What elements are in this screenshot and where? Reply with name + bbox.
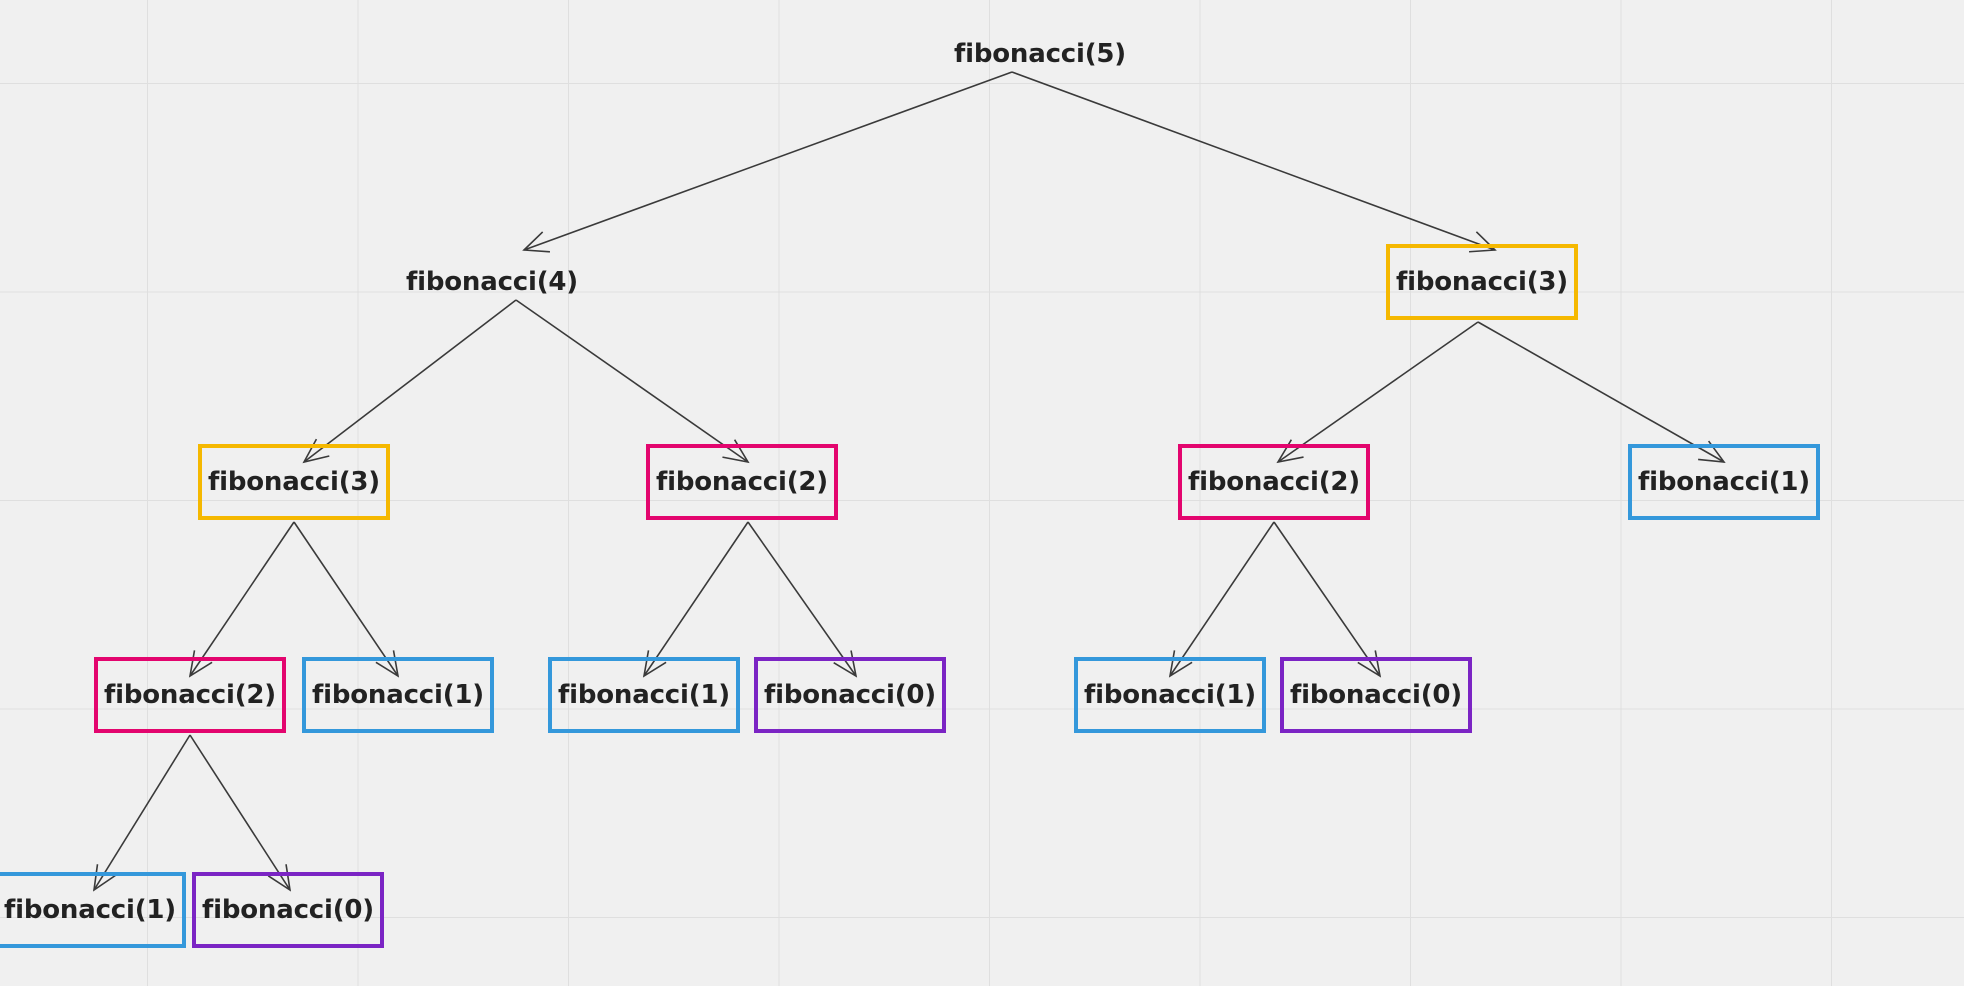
node-label: fibonacci(0): [202, 895, 374, 925]
node-label: fibonacci(1): [558, 680, 730, 710]
tree-node-fibonacci1[interactable]: fibonacci(1): [0, 872, 186, 948]
tree-edge: [188, 521, 295, 678]
tree-node-fibonacci0[interactable]: fibonacci(0): [754, 657, 946, 733]
node-label: fibonacci(2): [104, 680, 276, 710]
node-label: fibonacci(1): [1084, 680, 1256, 710]
node-label: fibonacci(1): [4, 895, 176, 925]
tree-node-fibonacci1[interactable]: fibonacci(1): [548, 657, 740, 733]
node-label: fibonacci(2): [656, 467, 828, 497]
tree-edge: [302, 299, 517, 464]
node-label: fibonacci(1): [312, 680, 484, 710]
tree-edge: [1276, 321, 1479, 464]
tree-edge: [515, 299, 750, 464]
tree-edge: [1011, 71, 1497, 253]
tree-node-fibonacci1[interactable]: fibonacci(1): [1628, 444, 1820, 520]
tree-node-fibonacci1[interactable]: fibonacci(1): [1074, 657, 1266, 733]
tree-edge: [189, 734, 292, 892]
tree-node-fibonacci3[interactable]: fibonacci(3): [198, 444, 390, 520]
tree-edge: [1273, 521, 1382, 678]
node-label: fibonacci(4): [406, 267, 578, 297]
tree-edge: [522, 71, 1013, 253]
node-label: fibonacci(5): [954, 39, 1126, 69]
tree-node-fibonacci1[interactable]: fibonacci(1): [302, 657, 494, 733]
node-label: fibonacci(0): [1290, 680, 1462, 710]
node-label: fibonacci(2): [1188, 467, 1360, 497]
tree-edge: [293, 521, 400, 678]
tree-edge: [1168, 521, 1275, 678]
tree-node-fibonacci2[interactable]: fibonacci(2): [646, 444, 838, 520]
tree-edge: [642, 521, 749, 678]
node-label: fibonacci(0): [764, 680, 936, 710]
node-label: fibonacci(3): [208, 467, 380, 497]
tree-edge: [92, 734, 191, 892]
node-label: fibonacci(1): [1638, 467, 1810, 497]
tree-edge: [1477, 321, 1726, 463]
tree-node-fibonacci5[interactable]: fibonacci(5): [944, 16, 1136, 92]
tree-node-fibonacci4[interactable]: fibonacci(4): [396, 244, 588, 320]
tree-node-fibonacci2[interactable]: fibonacci(2): [1178, 444, 1370, 520]
tree-node-fibonacci2[interactable]: fibonacci(2): [94, 657, 286, 733]
tree-edge: [747, 521, 858, 678]
tree-node-fibonacci0[interactable]: fibonacci(0): [1280, 657, 1472, 733]
tree-node-fibonacci0[interactable]: fibonacci(0): [192, 872, 384, 948]
tree-node-fibonacci3[interactable]: fibonacci(3): [1386, 244, 1578, 320]
node-label: fibonacci(3): [1396, 267, 1568, 297]
